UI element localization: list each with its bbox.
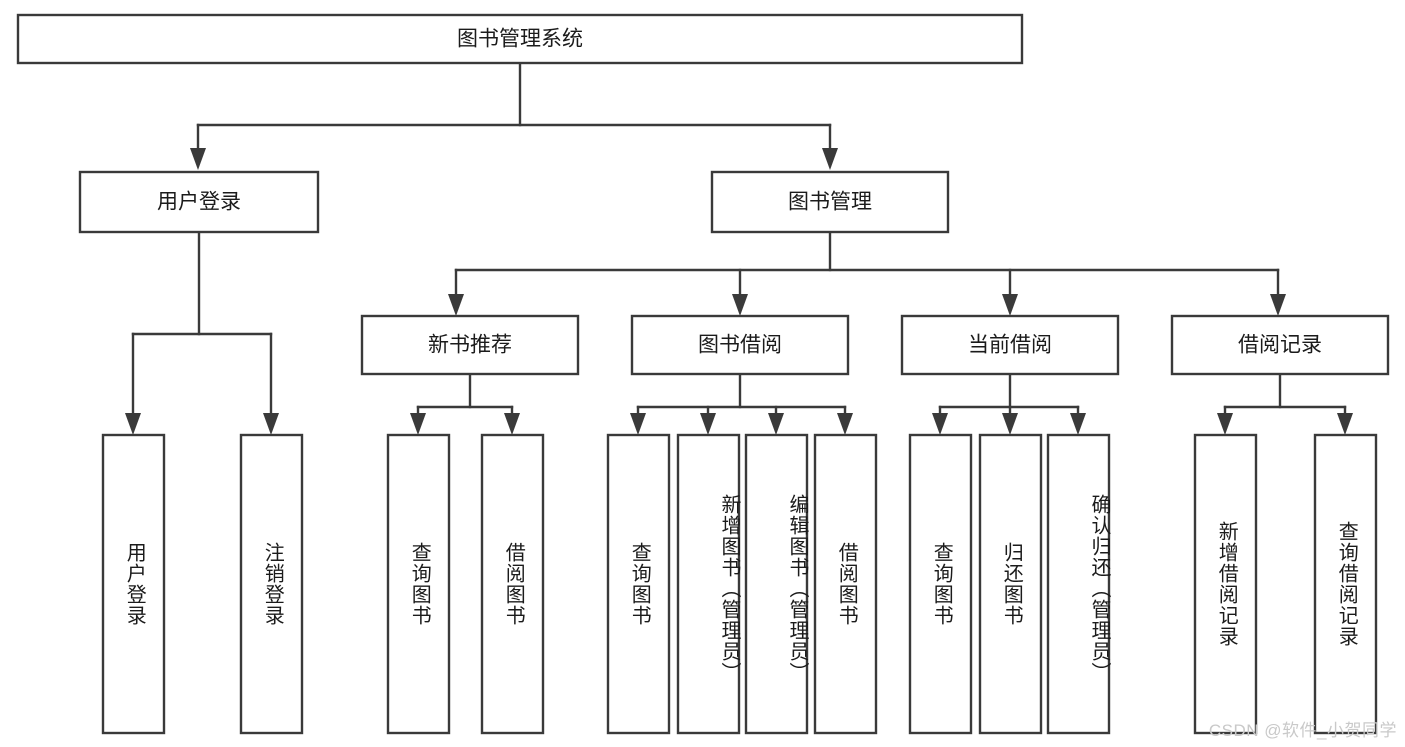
node-current-borrow-label: 当前借阅 (968, 334, 1052, 357)
node-leaf-confirm-return[interactable] (1046, 433, 1111, 735)
connector-book-manage-to-level3 (448, 230, 1286, 316)
node-user-login-label: 用户登录 (157, 191, 241, 214)
node-leaf-return-book[interactable] (978, 433, 1043, 735)
node-leaf-add-record[interactable] (1193, 433, 1258, 735)
node-leaf-query-book-1[interactable] (386, 433, 451, 735)
node-root[interactable]: 图书管理系统 (16, 13, 1024, 65)
node-user-login[interactable]: 用户登录 (78, 170, 320, 234)
connector-root-to-level2 (190, 61, 838, 170)
node-leaf-user-login[interactable] (101, 433, 166, 735)
node-book-manage-label: 图书管理 (788, 191, 872, 214)
node-leaf-add-book[interactable] (676, 433, 741, 735)
node-leaf-borrow-book-2[interactable] (813, 433, 878, 735)
node-root-label: 图书管理系统 (457, 28, 583, 51)
node-current-borrow[interactable]: 当前借阅 (900, 314, 1120, 376)
node-new-book-recommend-label: 新书推荐 (428, 334, 512, 357)
node-leaf-query-record[interactable] (1313, 433, 1378, 735)
node-leaf-edit-book[interactable] (744, 433, 809, 735)
node-book-borrow-label: 图书借阅 (698, 334, 782, 357)
node-new-book-recommend[interactable]: 新书推荐 (360, 314, 580, 376)
node-book-borrow[interactable]: 图书借阅 (630, 314, 850, 376)
node-leaf-logout-login[interactable] (239, 433, 304, 735)
node-leaf-borrow-book-1[interactable] (480, 433, 545, 735)
connector-borrow-record-to-leaves (1217, 372, 1353, 435)
node-borrow-record-label: 借阅记录 (1238, 334, 1322, 357)
connector-user-login-to-leaves (125, 230, 279, 435)
node-borrow-record[interactable]: 借阅记录 (1170, 314, 1390, 376)
watermark-text: CSDN @软件_小贺同学 (1208, 721, 1397, 740)
node-book-manage[interactable]: 图书管理 (710, 170, 950, 234)
connector-current-borrow-to-leaves (932, 372, 1086, 435)
node-leaf-query-book-3[interactable] (908, 433, 973, 735)
node-leaf-query-book-2[interactable] (606, 433, 671, 735)
connector-book-borrow-to-leaves (630, 372, 853, 435)
connector-new-book-to-leaves (410, 372, 520, 435)
